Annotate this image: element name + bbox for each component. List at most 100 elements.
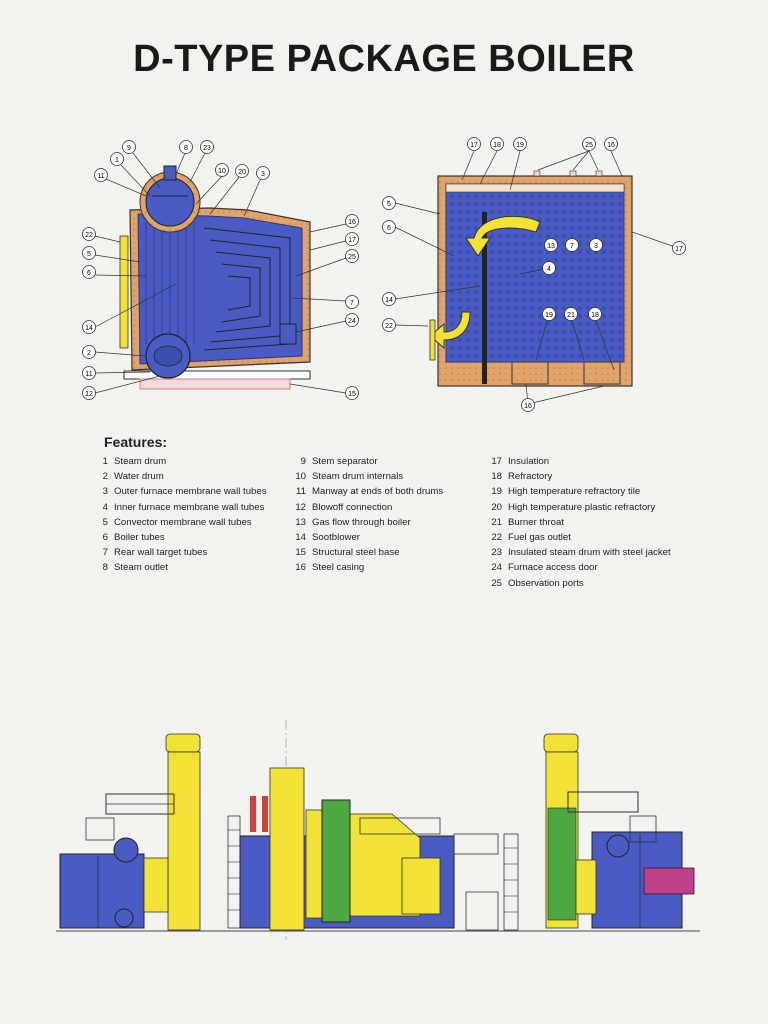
callout-5: 5	[82, 246, 96, 260]
callout-14: 14	[82, 320, 96, 334]
svg-text:7: 7	[570, 243, 574, 250]
svg-text:22: 22	[85, 232, 93, 239]
svg-text:14: 14	[385, 297, 393, 304]
svg-text:17: 17	[470, 142, 478, 149]
callout-end-19: 19	[513, 137, 527, 151]
svg-text:2: 2	[87, 350, 91, 357]
svg-text:19: 19	[545, 312, 553, 319]
svg-text:17: 17	[348, 237, 356, 244]
callout-16: 16	[345, 214, 359, 228]
callout-8: 8	[179, 140, 193, 154]
callout-11-bottom: 11	[82, 366, 96, 380]
callout-end-7: 7	[565, 238, 579, 252]
svg-text:25: 25	[348, 254, 356, 261]
callout-17: 17	[345, 232, 359, 246]
callout-end-21: 21	[564, 307, 578, 321]
svg-text:24: 24	[348, 318, 356, 325]
svg-text:1: 1	[115, 157, 119, 164]
svg-text:14: 14	[85, 325, 93, 332]
callout-end-17-right: 17	[672, 241, 686, 255]
callout-22: 22	[82, 227, 96, 241]
callout-2: 2	[82, 345, 96, 359]
callout-10: 10	[215, 163, 229, 177]
svg-text:3: 3	[261, 171, 265, 178]
callout-end-13: 13	[544, 238, 558, 252]
svg-text:5: 5	[387, 201, 391, 208]
svg-text:4: 4	[547, 266, 551, 273]
callout-3: 3	[256, 166, 270, 180]
callout-15: 15	[345, 386, 359, 400]
callout-end-3: 3	[589, 238, 603, 252]
end-section-view	[429, 170, 633, 387]
callout-12: 12	[82, 386, 96, 400]
features-heading: Features:	[104, 434, 168, 450]
callout-23: 23	[200, 140, 214, 154]
svg-text:21: 21	[567, 312, 575, 319]
svg-text:18: 18	[493, 142, 501, 149]
left-boiler-unit	[59, 733, 201, 931]
svg-text:9: 9	[127, 145, 131, 152]
side-section-view	[119, 165, 311, 390]
end-callouts: 17 18 19 25 16 5 6 17 13 7 3 4 14 22 19 …	[382, 137, 686, 412]
svg-text:18: 18	[591, 312, 599, 319]
svg-text:16: 16	[348, 219, 356, 226]
callout-end-18: 18	[490, 137, 504, 151]
svg-text:7: 7	[350, 300, 354, 307]
svg-text:15: 15	[348, 391, 356, 398]
svg-text:16: 16	[607, 142, 615, 149]
svg-text:17: 17	[675, 246, 683, 253]
callout-end-18-low: 18	[588, 307, 602, 321]
callout-leaders	[94, 150, 679, 405]
svg-text:20: 20	[238, 169, 246, 176]
svg-text:10: 10	[218, 168, 226, 175]
svg-text:11: 11	[85, 371, 92, 378]
callout-end-6: 6	[382, 220, 396, 234]
page-title: D-TYPE PACKAGE BOILER	[133, 38, 635, 80]
callout-11-top: 11	[94, 168, 108, 182]
callout-25: 25	[345, 249, 359, 263]
svg-text:5: 5	[87, 251, 91, 258]
svg-text:23: 23	[203, 145, 211, 152]
right-boiler-unit	[543, 733, 695, 929]
svg-text:13: 13	[547, 243, 555, 250]
callout-end-4: 4	[542, 261, 556, 275]
svg-text:6: 6	[87, 270, 91, 277]
callout-20: 20	[235, 164, 249, 178]
svg-text:8: 8	[184, 145, 188, 152]
svg-text:25: 25	[585, 142, 593, 149]
callout-end-16-top: 16	[604, 137, 618, 151]
callout-6: 6	[82, 265, 96, 279]
callout-7: 7	[345, 295, 359, 309]
svg-text:12: 12	[85, 391, 93, 398]
callout-end-14: 14	[382, 292, 396, 306]
callout-end-25: 25	[582, 137, 596, 151]
svg-text:3: 3	[594, 243, 598, 250]
callout-1: 1	[110, 152, 124, 166]
svg-text:19: 19	[516, 142, 524, 149]
center-boiler-unit	[227, 767, 519, 931]
callout-end-5: 5	[382, 196, 396, 210]
svg-text:22: 22	[385, 323, 393, 330]
